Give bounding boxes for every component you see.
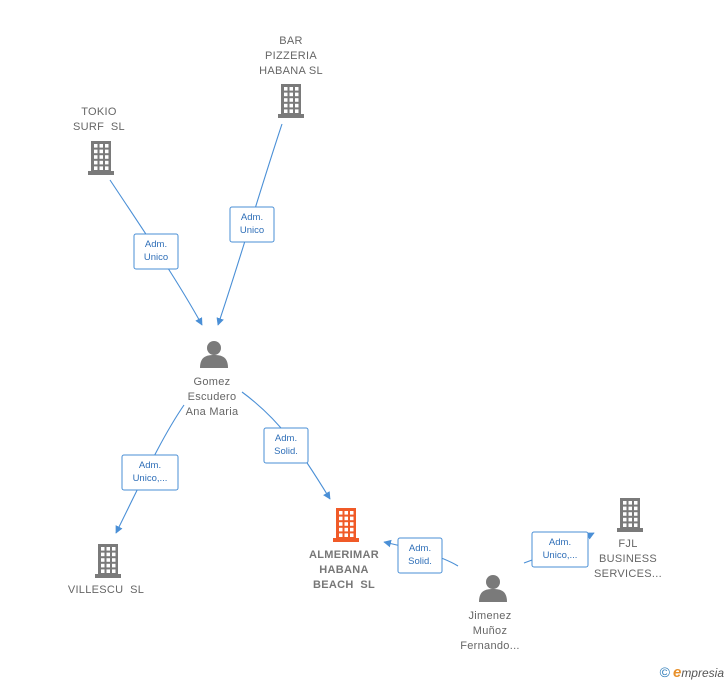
node-label: HABANA SL <box>259 65 323 77</box>
node-label: Ana Maria <box>186 406 239 418</box>
edge-gomez-to-bar: Adm. Unico <box>216 123 283 326</box>
node-label: BEACH SL <box>313 579 375 591</box>
node-label: BUSINESS <box>599 553 657 565</box>
edge-label-box[interactable] <box>531 531 589 568</box>
edge-label-box[interactable] <box>263 427 309 464</box>
edge-label-text: Adm. <box>139 460 161 471</box>
node-label: SERVICES... <box>594 568 662 580</box>
edge-jimenez-to-fjl: Adm. Unico,... <box>523 531 595 568</box>
edge-label-text: Adm. <box>241 212 263 223</box>
node-label: TOKIO <box>81 106 117 118</box>
node-label: SURF SL <box>73 121 125 133</box>
node-label: Gomez <box>194 376 231 388</box>
building-icon <box>333 508 359 542</box>
edge-label-text: Unico <box>240 225 264 236</box>
edges-layer: Adm.UnicoAdm.UnicoAdm.Unico,...Adm.Solid… <box>109 123 595 574</box>
node-label: HABANA <box>319 564 368 576</box>
building-icon <box>617 498 643 532</box>
node-label: BAR <box>279 35 303 47</box>
edge-label-box[interactable] <box>133 233 179 270</box>
edge-jimenez-to-almerimar: Adm. Solid. <box>383 537 459 574</box>
brand-logo-initial: e <box>672 664 682 681</box>
edge-label-text: Unico,... <box>543 550 578 561</box>
node-tokio[interactable]: TOKIO SURF SL <box>73 106 125 175</box>
person-icon <box>200 341 228 368</box>
node-jimenez[interactable]: JimenezMuñozFernando... <box>460 575 520 652</box>
edge-label-text: Unico,... <box>133 473 168 484</box>
node-label: Fernando... <box>460 640 520 652</box>
edge-label-text: Adm. <box>549 537 571 548</box>
node-label: ALMERIMAR <box>309 549 379 561</box>
brand-logo-text: mpresia <box>681 666 724 680</box>
building-icon <box>88 141 114 175</box>
edge-gomez-to-tokio: Adm. Unico <box>109 179 203 326</box>
edge-gomez-to-almerimar: Adm. Solid. <box>241 391 331 500</box>
edge-gomez-to-villescu: Adm. Unico,... <box>115 404 185 534</box>
edge-label-text: Solid. <box>274 446 298 457</box>
edge-label-text: Unico <box>144 252 168 263</box>
copyright-symbol: © <box>659 664 670 680</box>
node-label: FJL <box>618 538 637 550</box>
node-villescu[interactable]: VILLESCU SL <box>68 544 144 596</box>
edge-label-text: Adm. <box>275 433 297 444</box>
node-label: Muñoz <box>473 625 508 637</box>
edge-label-text: Adm. <box>409 543 431 554</box>
node-label: Escudero <box>188 391 237 403</box>
footer-brand: ©empresia <box>660 664 724 681</box>
node-bar[interactable]: BAR PIZZERIA HABANA SL <box>259 35 323 118</box>
node-almerimar[interactable]: ALMERIMAR HABANA BEACH SL <box>309 508 379 591</box>
edge-label-text: Adm. <box>145 239 167 250</box>
edge-label-box[interactable] <box>229 206 275 243</box>
edge-label-text: Solid. <box>408 556 432 567</box>
nodes-layer: BAR PIZZERIA HABANA SL TOKIO SURF SL GomezEsc… <box>68 35 662 652</box>
node-label: Jimenez <box>468 610 511 622</box>
node-label: VILLESCU SL <box>68 584 144 596</box>
person-icon <box>479 575 507 602</box>
building-icon <box>278 84 304 118</box>
edge-label-box[interactable] <box>121 454 179 491</box>
node-label: PIZZERIA <box>265 50 317 62</box>
edge-label-box[interactable] <box>397 537 443 574</box>
building-icon <box>95 544 121 578</box>
node-fjl[interactable]: FJL BUSINESS SERVICES... <box>594 498 662 580</box>
